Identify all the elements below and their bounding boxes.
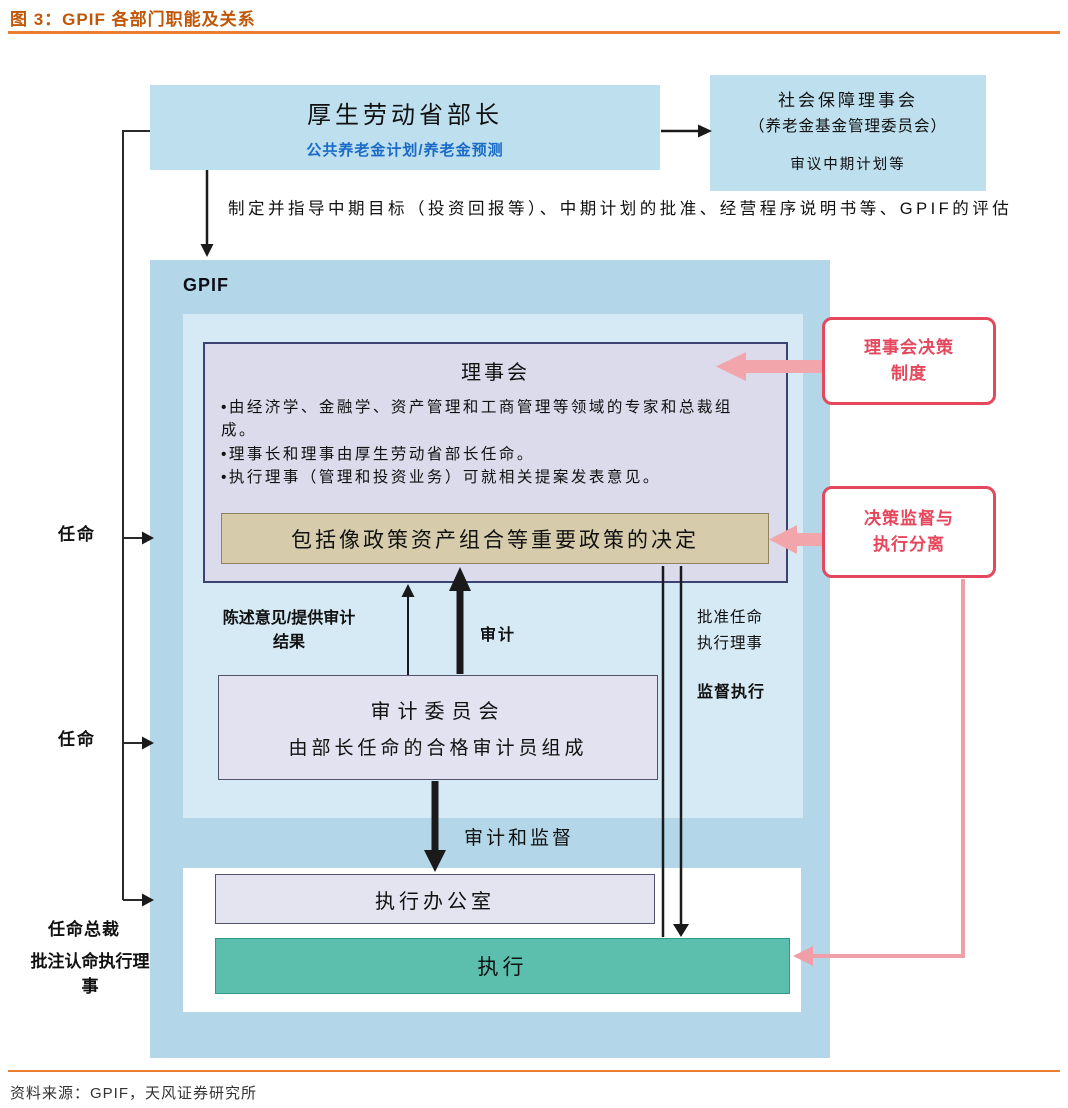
bottom-divider xyxy=(8,1070,1060,1072)
council-title-line1: 社会保障理事会 xyxy=(778,91,918,110)
board-bullet-list: •由经济学、金融学、资产管理和工商管理等领域的专家和总裁组成。 •理事长和理事由… xyxy=(221,396,766,489)
board-box: 理事会 •由经济学、金融学、资产管理和工商管理等领域的专家和总裁组成。 •理事长… xyxy=(203,342,788,583)
arrow-minister-to-gpif xyxy=(200,170,214,257)
source-note: 资料来源：GPIF，天风证券研究所 xyxy=(10,1085,258,1102)
minister-box: 厚生劳动省部长 公共养老金计划/养老金预测 xyxy=(150,85,660,170)
minister-subtitle: 公共养老金计划/养老金预测 xyxy=(306,142,504,159)
appointment-trunk-line xyxy=(122,130,150,900)
label-audit-and-supervision: 审计和监督 xyxy=(464,828,575,849)
annotation-separation: 决策监督与执行分离 xyxy=(822,486,996,578)
label-approve-exec-directors-left: 批注认命执行理事 xyxy=(30,952,150,996)
label-opinion-audit-results: 陈述意见/提供审计结果 xyxy=(222,610,356,651)
board-bullet: •理事长和理事由厚生劳动省部长任命。 xyxy=(221,445,535,463)
annotation-board-decision-text: 理事会决策制度 xyxy=(864,337,954,383)
top-divider xyxy=(8,31,1060,34)
board-bullet: •执行理事（管理和投资业务）可就相关提案发表意见。 xyxy=(221,468,661,486)
annotation-separation-text: 决策监督与执行分离 xyxy=(864,508,954,554)
audit-committee-box: 审计委员会 由部长任命的合格审计员组成 xyxy=(218,675,658,780)
label-approve-exec-directors: 批准任命执行理事 xyxy=(697,609,764,652)
label-supervise-execution: 监督执行 xyxy=(697,684,766,701)
board-bullet: •由经济学、金融学、资产管理和工商管理等领域的专家和总裁组成。 xyxy=(221,399,733,440)
decision-box: 包括像政策资产组合等重要政策的决定 xyxy=(221,513,769,564)
execution-box: 执行 xyxy=(215,938,790,994)
figure-title: 图 3：GPIF 各部门职能及关系 xyxy=(10,10,256,29)
minister-title: 厚生劳动省部长 xyxy=(307,102,503,129)
arrow-minister-to-council xyxy=(661,124,712,138)
audit-committee-title: 审计委员会 xyxy=(370,701,506,723)
council-box: 社会保障理事会 （养老金基金管理委员会） 审议中期计划等 xyxy=(710,75,986,191)
label-appoint-board: 任命 xyxy=(58,525,96,544)
council-title-line2: （养老金基金管理委员会） xyxy=(748,118,947,135)
annotation-board-decision-system: 理事会决策制度 xyxy=(822,317,996,405)
audit-committee-subtitle: 由部长任命的合格审计员组成 xyxy=(288,738,588,759)
label-appoint-audit: 任命 xyxy=(58,730,96,749)
label-audit: 审计 xyxy=(480,627,517,644)
exec-office-box: 执行办公室 xyxy=(215,874,655,924)
gpif-label: GPIF xyxy=(183,275,230,295)
board-title: 理事会 xyxy=(461,362,530,384)
mandate-note: 制定并指导中期目标（投资回报等）、中期计划的批准、经营程序说明书等、GPIF的评… xyxy=(228,200,1013,218)
council-note: 审议中期计划等 xyxy=(790,157,906,173)
label-appoint-president: 任命总裁 xyxy=(48,920,120,939)
